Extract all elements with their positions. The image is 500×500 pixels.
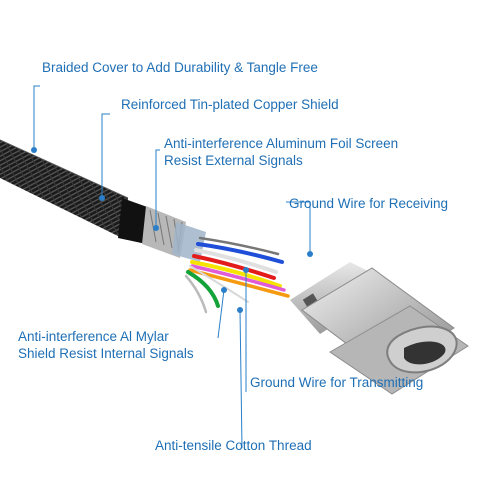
usb-c-connector (290, 262, 469, 395)
label-copper-shield: Reinforced Tin-plated Copper Shield (121, 97, 339, 112)
label-foil-screen: Anti-interference Aluminum Foil Screen R… (164, 135, 398, 169)
leader-lines (33, 85, 311, 449)
wires (184, 236, 290, 314)
label-ground-receiving: Ground Wire for Receiving (289, 196, 449, 211)
label-cotton-thread: Anti-tensile Cotton Thread (155, 438, 312, 453)
leader-dots (31, 147, 313, 313)
inner-jacket (118, 198, 150, 244)
label-mylar-shield: Anti-interference Al Mylar Shield Resist… (18, 328, 194, 362)
label-mylar-shield-line2: Shield Resist Internal Signals (18, 346, 194, 361)
label-mylar-shield-line1: Anti-interference Al Mylar (18, 329, 169, 344)
label-braided-cover: Braided Cover to Add Durability & Tangle… (42, 60, 318, 75)
label-ground-transmitting: Ground Wire for Transmitting (250, 375, 424, 390)
braided-cable (0, 139, 129, 238)
label-foil-screen-line1: Anti-interference Aluminum Foil Screen (164, 136, 399, 151)
label-foil-screen-line2: Resist External Signals (164, 153, 303, 168)
